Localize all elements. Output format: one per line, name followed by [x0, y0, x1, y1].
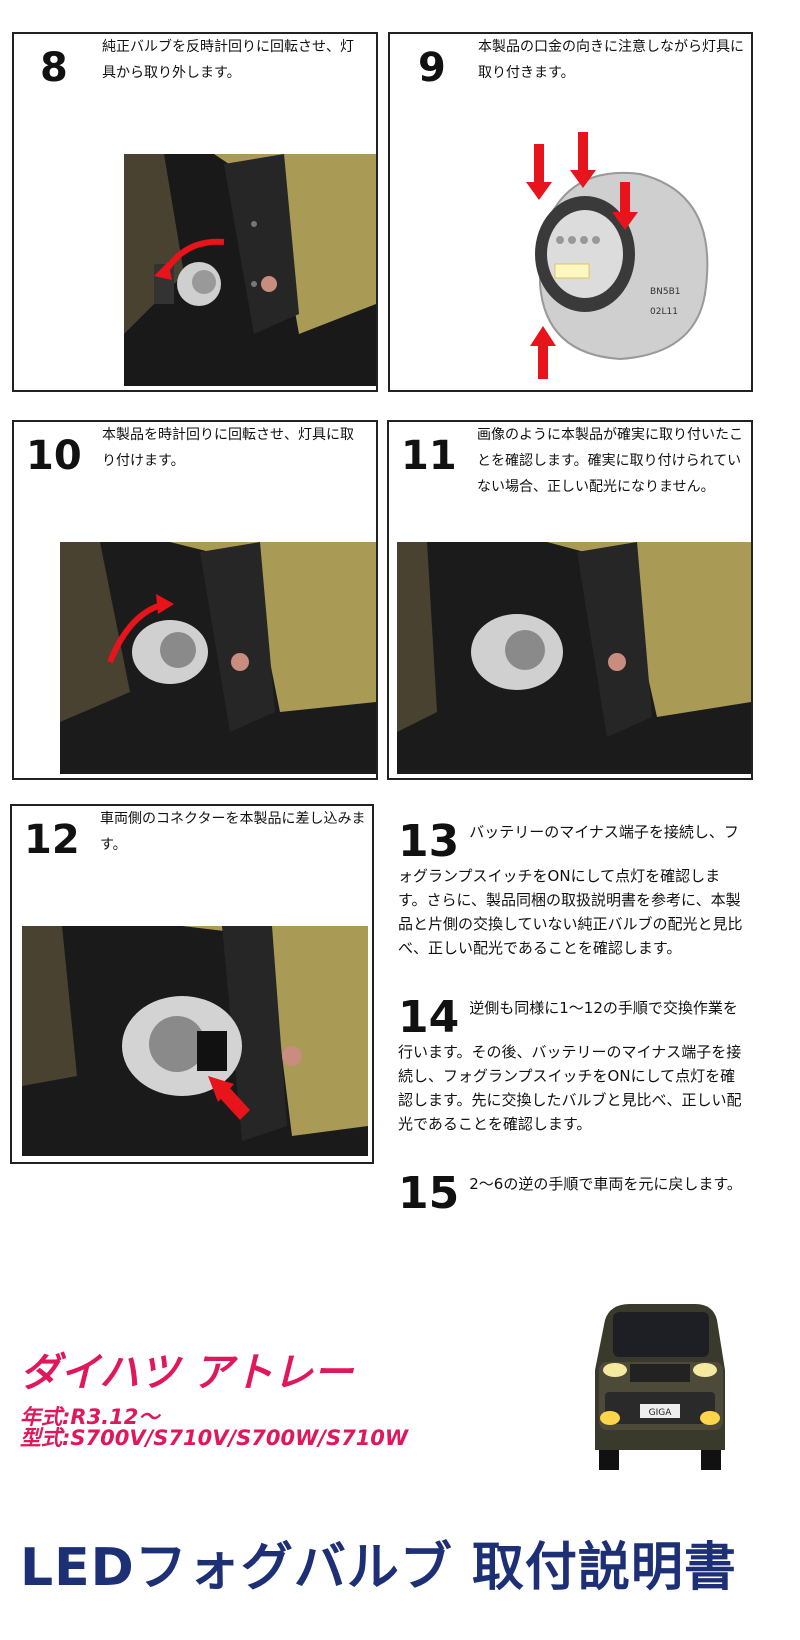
step-text: 本製品の口金の向きに注意しながら灯具に取り付きます。: [478, 39, 744, 81]
step-number: 10: [26, 433, 82, 479]
step-text: 画像のように本製品が確実に取り付いたことを確認します。確実に取り付けられていない…: [477, 427, 743, 495]
document-title: LEDフォグバルブ 取付説明書: [20, 1538, 737, 1598]
brand-title: ダイハツ アトレー: [20, 1350, 354, 1396]
step-12-panel: 12 車両側のコネクターを本製品に差し込みます。: [10, 804, 374, 1164]
step-text: バッテリーのマイナス端子を接続し、フォグランプスイッチをONにして点灯を確認しま…: [398, 823, 743, 957]
model-year: 年式:R3.12～: [20, 1405, 160, 1429]
step-10-panel: 10 本製品を時計回りに回転させ、灯具に取り付けます。: [12, 420, 378, 780]
step-text: 2～6の逆の手順で車両を元に戻します。: [469, 1175, 742, 1193]
step-text: 本製品を時計回りに回転させ、灯具に取り付けます。: [102, 427, 354, 469]
bulb-print-1: BN5B1: [650, 287, 681, 297]
step-8-panel: 8 純正バルブを反時計回りに回転させ、灯具から取り外します。: [12, 32, 378, 392]
step-number: 8: [40, 45, 68, 91]
step-number: 12: [24, 817, 80, 863]
step-number: 9: [418, 45, 446, 91]
model-codes: 型式:S700V/S710V/S700W/S710W: [20, 1426, 409, 1450]
car-plate: GIGA: [649, 1408, 673, 1418]
step-8-photo: [124, 154, 376, 386]
step-9-bulb-photo: BN5B1 02L11: [500, 124, 720, 384]
step-text: 逆側も同様に1～12の手順で交換作業を行います。その後、バッテリーのマイナス端子…: [398, 999, 742, 1133]
step-text: 純正バルブを反時計回りに回転させ、灯具から取り外します。: [102, 39, 354, 81]
step-11-photo: [397, 542, 751, 774]
step-9-panel: 9 本製品の口金の向きに注意しながら灯具に取り付きます。 BN5B1 02L11: [388, 32, 753, 392]
step-number: 15: [398, 1168, 460, 1219]
step-11-panel: 11 画像のように本製品が確実に取り付いたことを確認します。確実に取り付けられて…: [387, 420, 753, 780]
step-text: 車両側のコネクターを本製品に差し込みます。: [100, 811, 366, 853]
step-number: 13: [398, 816, 460, 867]
step-number: 11: [401, 433, 457, 479]
car-illustration: GIGA: [585, 1300, 735, 1475]
step-number: 14: [398, 992, 460, 1043]
step-12-photo: [22, 926, 368, 1156]
step-10-photo: [60, 542, 376, 774]
bulb-print-2: 02L11: [650, 307, 678, 317]
